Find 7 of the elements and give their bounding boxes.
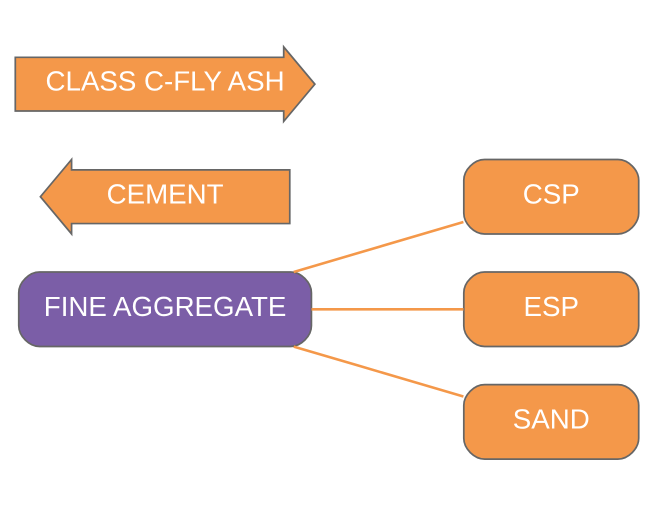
node-box: SAND [462, 384, 640, 460]
connector [293, 345, 464, 398]
node-box: ESP [462, 271, 640, 348]
connector [312, 308, 464, 311]
node-box: CSP [462, 158, 640, 235]
connector [293, 220, 464, 274]
node-box: FINE AGGREGATE [18, 271, 312, 348]
